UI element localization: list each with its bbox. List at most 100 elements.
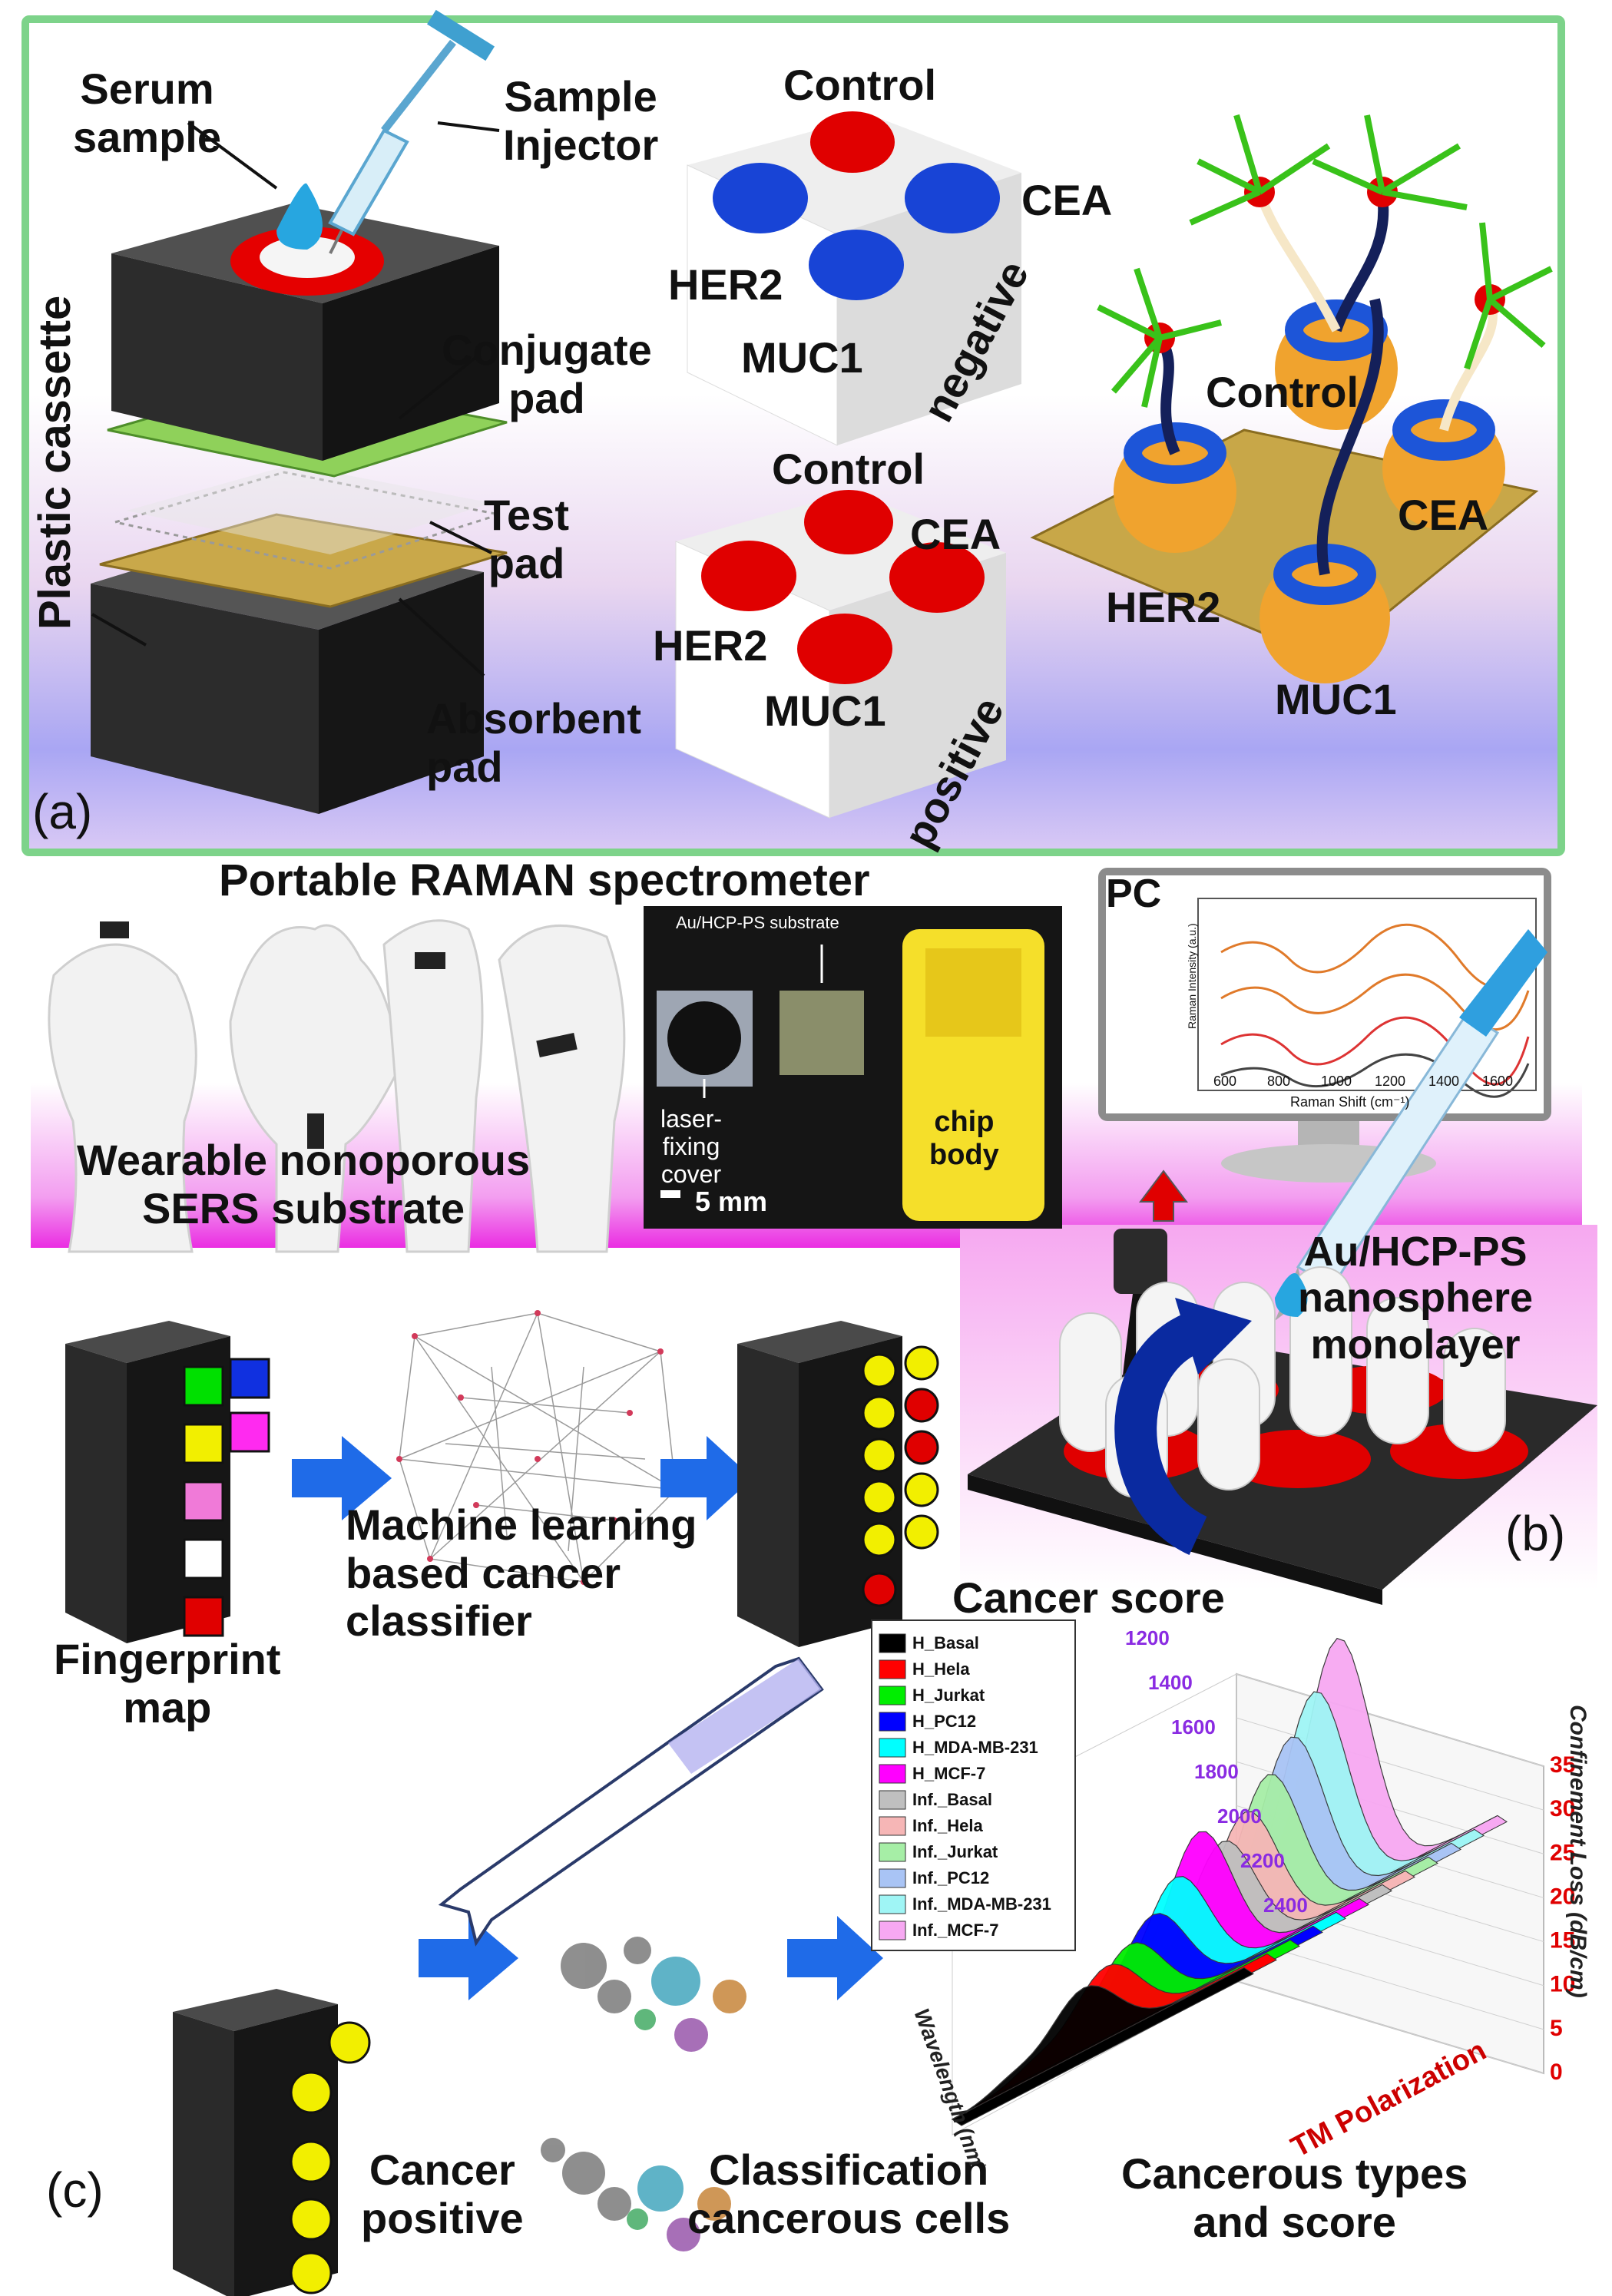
chart-z-tick: 10 bbox=[1550, 1972, 1575, 1997]
chart-gridline bbox=[1236, 1980, 1544, 2074]
chart-x-tick: 1800 bbox=[1194, 1760, 1239, 1783]
usb-connector bbox=[1114, 1229, 1167, 1294]
mannequin-torso bbox=[48, 943, 197, 1253]
positive-her2-label: HER2 bbox=[653, 621, 768, 670]
raman-title: Portable RAMAN spectrometer bbox=[219, 855, 870, 905]
panel-b-tag: (b) bbox=[1505, 1506, 1566, 1561]
legend-swatch bbox=[879, 1686, 906, 1705]
chart-series-layer bbox=[952, 1637, 1508, 2126]
legend-swatch bbox=[879, 1712, 906, 1732]
chart-x-tick: 2000 bbox=[1217, 1805, 1262, 1828]
legend-swatch bbox=[879, 1738, 906, 1758]
sensor-patch bbox=[536, 1033, 578, 1057]
panel-b-graphics bbox=[48, 868, 1597, 1605]
cover-photo-label: laser- fixing cover bbox=[660, 1105, 723, 1188]
panel-a-graphics bbox=[91, 9, 1553, 819]
scale-label: 5 mm bbox=[695, 1186, 768, 1217]
binding-her2-label: HER2 bbox=[1106, 583, 1221, 631]
chart-z-tick: 5 bbox=[1550, 2016, 1563, 2041]
legend-label: H_Hela bbox=[912, 1659, 970, 1679]
sensor-patch bbox=[307, 1113, 324, 1149]
confinement-loss-chart: H_BasalH_HelaH_JurkatH_PC12H_MDA-MB-231H… bbox=[871, 1619, 1590, 2165]
cancerous-types-label: Cancerous types and score bbox=[1121, 2149, 1468, 2246]
chart-x-tick: 1600 bbox=[1171, 1715, 1216, 1739]
legend-label: Inf._Jurkat bbox=[912, 1842, 998, 1861]
absorbent-pad-label: Absorbent pad bbox=[426, 694, 641, 791]
substrate-photo-label: Au/HCP-PS substrate bbox=[676, 913, 839, 932]
pc-label: PC bbox=[1106, 872, 1162, 916]
chart-z-tick: 0 bbox=[1550, 2059, 1563, 2085]
binding-cea-label: CEA bbox=[1398, 491, 1489, 539]
panel-c-tag: (c) bbox=[46, 2162, 104, 2218]
scale-bar bbox=[660, 1190, 680, 1198]
chart-x-tick: 2200 bbox=[1240, 1849, 1285, 1872]
legend-swatch bbox=[879, 1633, 906, 1653]
legend-label: H_MDA-MB-231 bbox=[912, 1738, 1038, 1757]
legend-swatch bbox=[879, 1921, 906, 1940]
spectrum-tick: 600 bbox=[1213, 1074, 1237, 1089]
panel-c-graphics bbox=[65, 1310, 939, 2296]
serum-sample-label: Serum sample bbox=[73, 65, 221, 161]
panel-a-arrows bbox=[91, 121, 500, 677]
syringe-icon bbox=[328, 9, 495, 254]
legend-label: Inf._Hela bbox=[912, 1816, 983, 1835]
panel-a-tag: (a) bbox=[32, 784, 93, 839]
legend-swatch bbox=[879, 1842, 906, 1862]
sensor-patch bbox=[100, 921, 129, 938]
chart-z-tick: 30 bbox=[1550, 1796, 1575, 1821]
chart-z-tick: 35 bbox=[1550, 1752, 1575, 1778]
cluster-plots bbox=[541, 1937, 746, 2251]
legend-label: H_MCF-7 bbox=[912, 1764, 985, 1783]
chart-y-label: TM Polarization bbox=[1286, 2034, 1492, 2164]
spectrum-tick: 1400 bbox=[1428, 1074, 1460, 1089]
device-stack bbox=[91, 183, 508, 814]
spectrum-tick: 1200 bbox=[1375, 1074, 1406, 1089]
plastic-cassette-label: Plastic cassette bbox=[30, 295, 80, 630]
cancer-positive-label: Cancer positive bbox=[361, 2145, 524, 2242]
test-pad-label: Test pad bbox=[484, 491, 569, 587]
legend-swatch bbox=[879, 1894, 906, 1914]
legend-swatch bbox=[879, 1659, 906, 1679]
spectrum-ylabel: Raman Intensity (a.u.) bbox=[1186, 923, 1198, 1029]
positive-test-cube bbox=[675, 490, 1006, 819]
sensor-patch bbox=[415, 952, 445, 969]
positive-cea-label: CEA bbox=[910, 510, 1001, 558]
negative-control-label: Control bbox=[783, 61, 937, 109]
conjugate-pad-label: Conjugate pad bbox=[442, 326, 652, 422]
spectrum-xlabel: Raman Shift (cm⁻¹) bbox=[1290, 1094, 1410, 1110]
chart-gridline bbox=[1236, 1673, 1544, 1767]
legend-label: H_PC12 bbox=[912, 1712, 976, 1731]
glove-models bbox=[229, 919, 626, 1253]
binding-muc1-label: MUC1 bbox=[1275, 675, 1397, 723]
chart-series-base bbox=[952, 1967, 1254, 2126]
legend-label: Inf._MCF-7 bbox=[912, 1921, 998, 1940]
chart-x-label: Wavelength (nm) bbox=[909, 2005, 991, 2165]
nanosphere-monolayer bbox=[968, 1266, 1597, 1605]
chart-z-tick: 25 bbox=[1550, 1840, 1575, 1865]
chart-gridline bbox=[1236, 1717, 1544, 1811]
negative-muc1-label: MUC1 bbox=[741, 333, 863, 382]
chart-z-label: Confinement Loss (dB/cm) bbox=[1565, 1705, 1590, 1998]
wearable-label: Wearable nonoporous SERS substrate bbox=[77, 1136, 531, 1232]
monolayer-label: Au/HCP-PS nanosphere monolayer bbox=[1298, 1229, 1534, 1368]
chart-z-tick: 20 bbox=[1550, 1884, 1575, 1909]
binding-control-label: Control bbox=[1206, 368, 1359, 416]
legend-label: Inf._MDA-MB-231 bbox=[912, 1894, 1051, 1914]
cancer-score-label: Cancer score bbox=[952, 1573, 1225, 1622]
negative-her2-label: HER2 bbox=[668, 260, 783, 309]
cancer-positive-column bbox=[173, 1989, 371, 2296]
chip-body-label: chip body bbox=[929, 1106, 999, 1171]
antibody-binding-view bbox=[1030, 114, 1553, 683]
legend-swatch bbox=[879, 1816, 906, 1836]
classification-label: Classification cancerous cells bbox=[687, 2145, 1011, 2242]
legend-label: Inf._Basal bbox=[912, 1790, 992, 1809]
positive-control-label: Control bbox=[772, 445, 925, 493]
up-arrow-icon bbox=[1139, 1170, 1188, 1222]
flow-arrows bbox=[292, 1436, 883, 2000]
legend-label: H_Jurkat bbox=[912, 1686, 985, 1705]
legend-swatch bbox=[879, 1790, 906, 1810]
ml-classifier-label: Machine learning based cancer classifier bbox=[346, 1500, 697, 1646]
spectrum-tick: 800 bbox=[1267, 1074, 1291, 1089]
classifier-column bbox=[737, 1321, 939, 1647]
sample-injector-label: Sample Injector bbox=[503, 72, 659, 169]
